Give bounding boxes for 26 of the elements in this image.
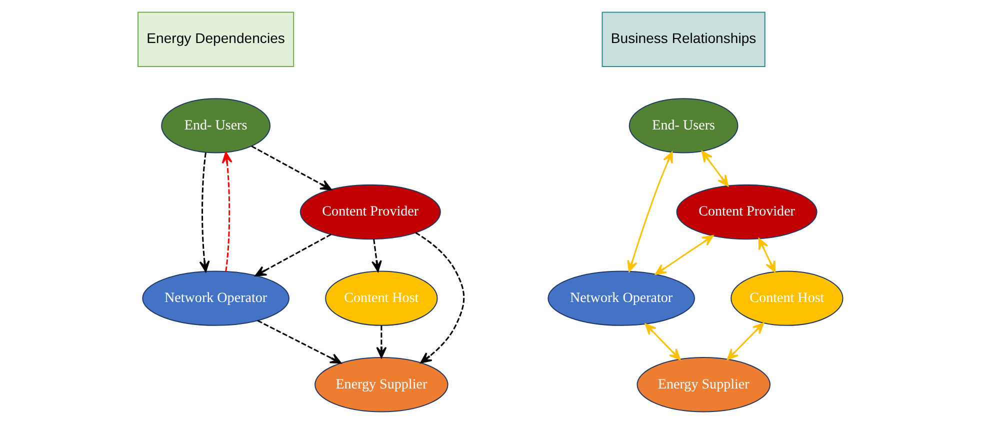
node-ellipse: Energy Supplier xyxy=(314,357,448,412)
node-ellipse: Network Operator xyxy=(142,270,290,326)
arrow xyxy=(371,239,382,272)
node-ellipse: Network Operator xyxy=(548,270,695,326)
arrow xyxy=(644,323,681,360)
arrow xyxy=(758,238,776,272)
node-ellipse: Content Provider xyxy=(676,184,818,240)
arrow xyxy=(257,320,342,364)
node-ellipse: Content Provider xyxy=(300,184,441,240)
arrow xyxy=(251,146,332,190)
arrow xyxy=(655,235,714,275)
node-ellipse: Content Host xyxy=(325,270,438,326)
arrow xyxy=(726,322,764,360)
arrow xyxy=(627,152,673,272)
arrow xyxy=(376,326,387,358)
arrow xyxy=(254,234,332,276)
node-ellipse: Content Host xyxy=(730,270,844,326)
arrow xyxy=(415,232,465,364)
node-box: Energy Dependencies xyxy=(138,12,294,67)
node-ellipse: End- Users xyxy=(161,98,271,154)
arrow xyxy=(199,152,210,272)
arrow xyxy=(701,150,729,186)
node-ellipse: End- Users xyxy=(628,98,738,154)
node-box: Business Relationships xyxy=(602,12,766,67)
node-ellipse: Energy Supplier xyxy=(636,357,771,412)
arrow xyxy=(222,152,232,272)
